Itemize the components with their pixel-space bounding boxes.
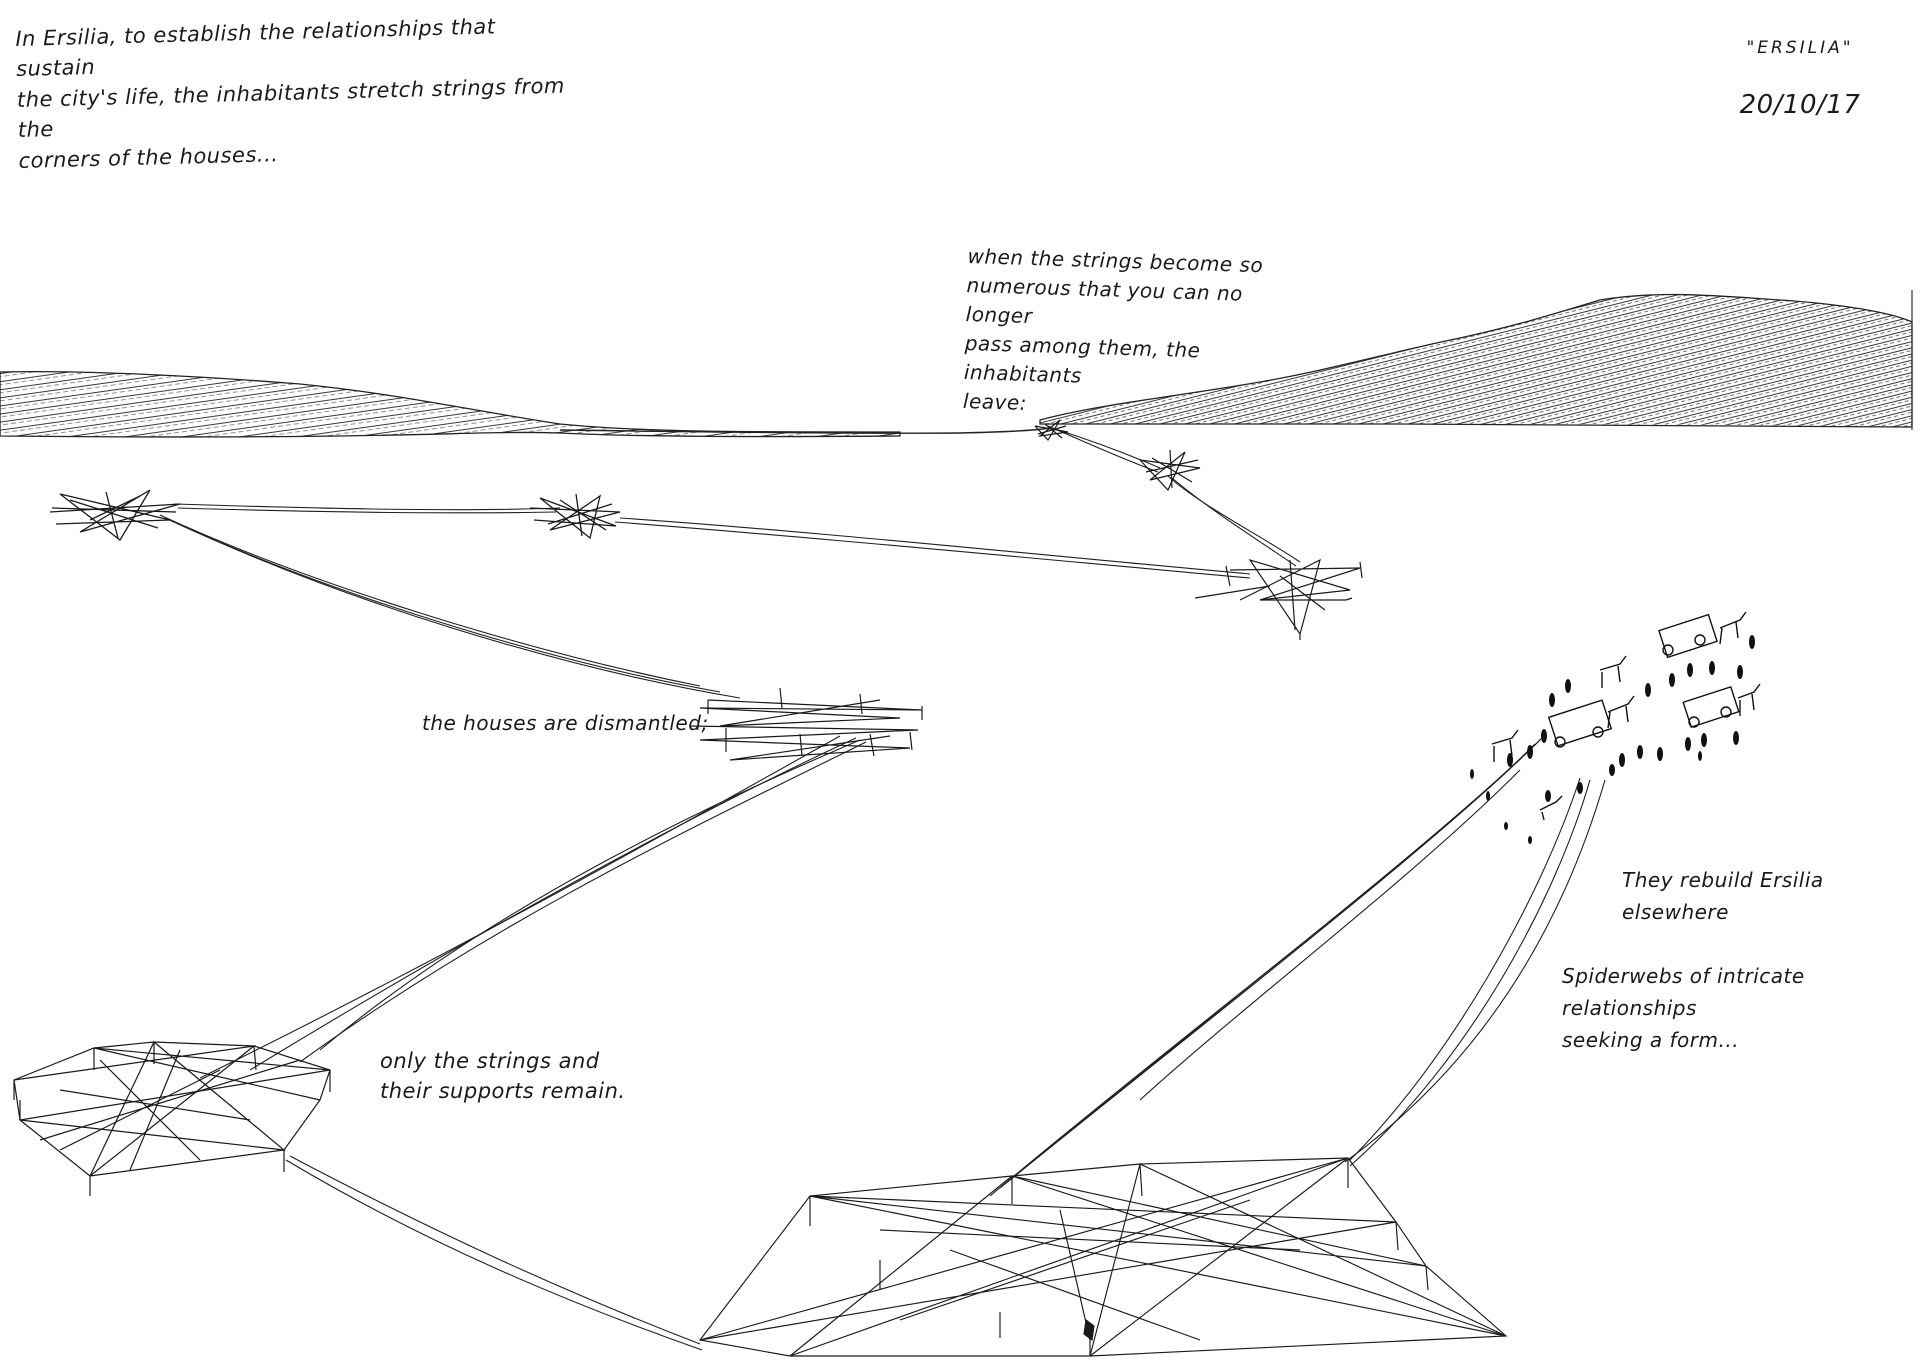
horizon-line: [559, 427, 1051, 434]
intro-note: In Ersilia, to establish the relationshi…: [15, 14, 566, 173]
dismantled-note: the houses are dismantled;: [422, 711, 709, 735]
web-bottom-large: [698, 1157, 1508, 1357]
web-3: [1194, 558, 1363, 640]
title-block: "ERSILIA" 20/10/17: [1705, 8, 1895, 152]
web-horizon: [1034, 419, 1069, 441]
left-hill: [0, 370, 901, 438]
rebuild-note: They rebuild Ersilia elsewhere Spiderweb…: [1562, 832, 1920, 1088]
caravan-figures: [1491, 611, 1761, 821]
web-bottom-left: [13, 1041, 331, 1196]
right-hill: [1039, 293, 1913, 428]
sketch-title: "ERSILIA": [1746, 38, 1854, 58]
spiderwebs-line: Spiderwebs of intricate relationships se…: [1562, 964, 1805, 1052]
leave-note: when the strings become so numerous that…: [962, 243, 1264, 415]
sketch-date: 20/10/17: [1739, 90, 1861, 121]
caravan-people: [1470, 635, 1755, 844]
remain-note: only the strings and their supports rema…: [380, 1049, 626, 1104]
web-dismantled: [689, 687, 923, 761]
strings: [159, 425, 1606, 1351]
web-top-mid: [529, 493, 621, 540]
rebuild-line: They rebuild Ersilia elsewhere: [1622, 868, 1824, 924]
web-top-left: [49, 489, 181, 541]
web-2: [1139, 449, 1201, 492]
